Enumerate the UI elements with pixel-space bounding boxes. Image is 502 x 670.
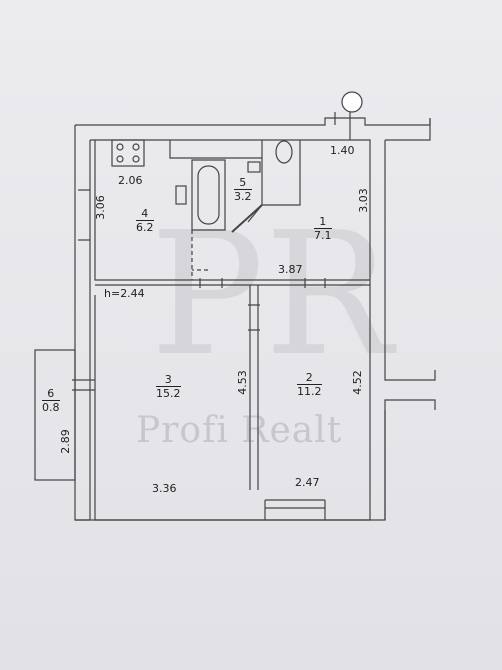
- dim-room2-depth: 4.52: [350, 370, 364, 395]
- dashed-line: [191, 230, 208, 280]
- watermark-monogram: PR: [150, 196, 393, 394]
- watermark-brand: Profi Realt: [136, 410, 343, 451]
- bath-box: [191, 159, 226, 231]
- dim-kitchen-depth: 3.06: [93, 195, 107, 220]
- outer-wall-left: [74, 125, 91, 521]
- outer-wall-right: [384, 118, 436, 381]
- bathtub: [197, 165, 220, 225]
- dim-hall-depth: 3.03: [356, 188, 370, 213]
- outer-wall: [75, 117, 431, 126]
- riser-line: [334, 112, 351, 140]
- corridor-wall: [95, 279, 370, 286]
- dim-balcony: 2.89: [58, 429, 72, 454]
- riser: [341, 91, 363, 113]
- toilet: [275, 140, 293, 164]
- ceiling-height: h=2.44: [104, 287, 145, 300]
- outer-wall-inner: [90, 139, 371, 521]
- dim-room3-depth: 4.53: [235, 370, 249, 395]
- kitchen-wall: [94, 140, 170, 281]
- window-left: [78, 189, 90, 241]
- bath-right-wall: [261, 140, 301, 206]
- window: [264, 499, 326, 520]
- balcony: [34, 349, 76, 481]
- door-mark-rooms: [248, 304, 260, 331]
- dim-bath-width: 1.40: [330, 144, 355, 157]
- door-mark: [199, 278, 326, 288]
- sink: [175, 185, 187, 205]
- door-swing-bath: [231, 204, 263, 233]
- outer-wall-bottom: [75, 399, 436, 521]
- dim-corridor: 3.87: [278, 263, 303, 276]
- stove: [111, 139, 145, 167]
- basin: [247, 161, 261, 173]
- dim-kitchen-width: 2.06: [118, 174, 143, 187]
- balcony-door: [72, 379, 95, 391]
- dim-room2-width: 2.47: [295, 476, 320, 489]
- room-divider: [249, 285, 259, 490]
- dim-room3-width: 3.36: [152, 482, 177, 495]
- bath-wall: [169, 140, 263, 159]
